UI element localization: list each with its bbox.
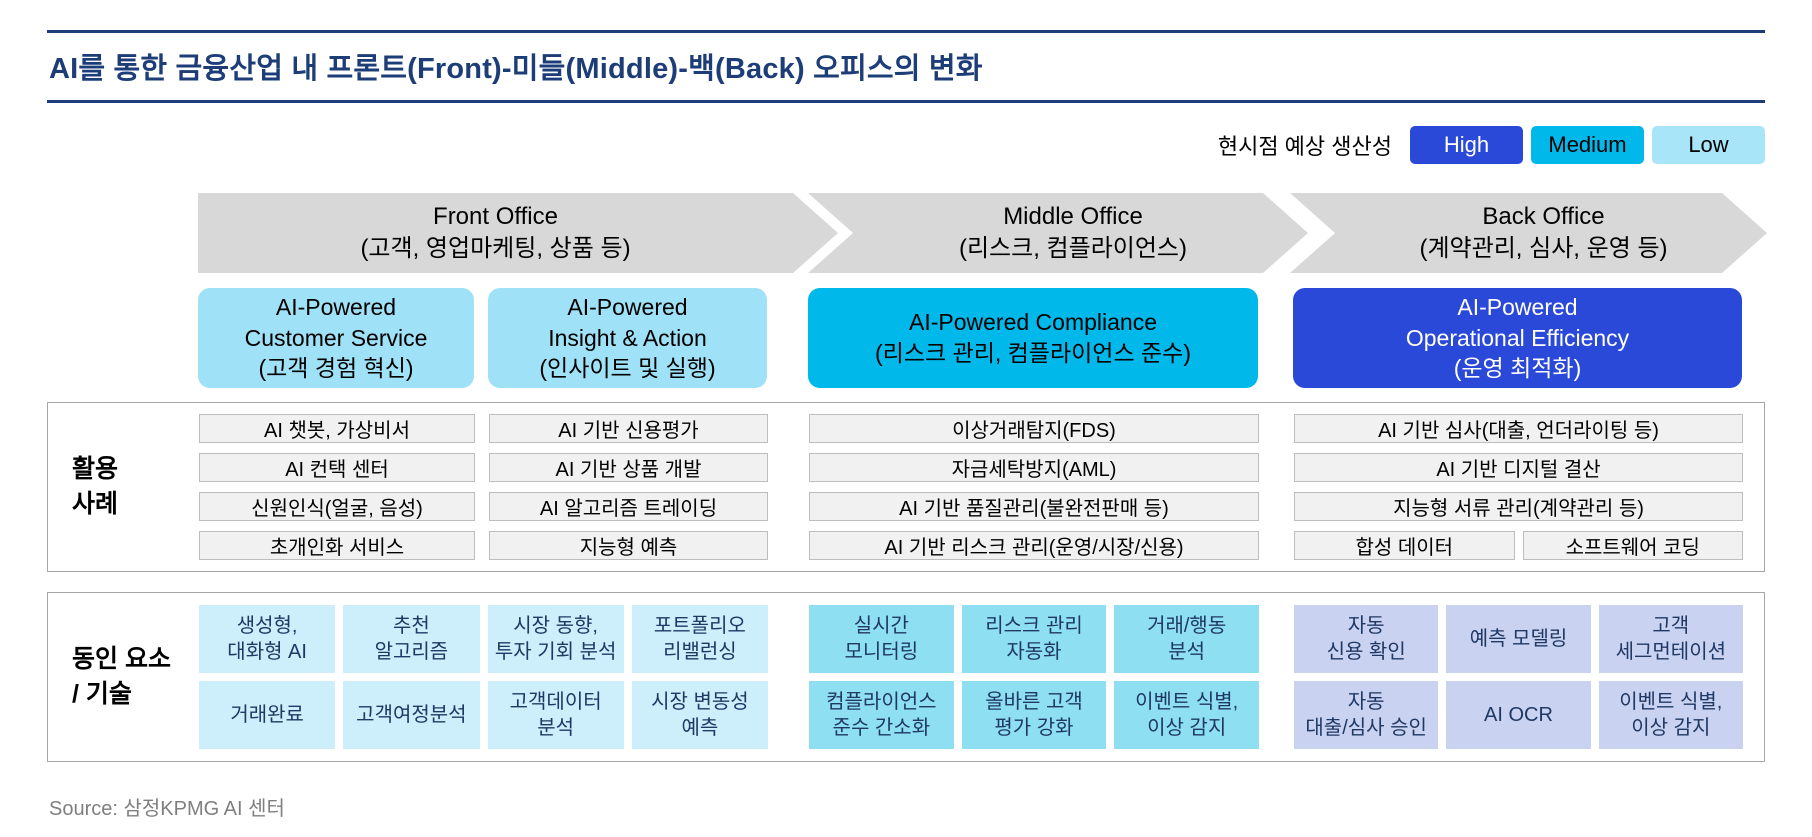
driver-cell: 거래/행동 분석 (1114, 605, 1259, 673)
office-arrows-row: Front Office (고객, 영업마케팅, 상품 등) Middle Of… (47, 193, 1765, 273)
title-top-rule (47, 30, 1765, 33)
office-subtitle: (계약관리, 심사, 운영 등) (1419, 235, 1668, 262)
usage-pill: AI 기반 리스크 관리(운영/시장/신용) (809, 531, 1259, 560)
usage-pill: AI 컨택 센터 (199, 453, 475, 482)
title-bottom-rule (47, 100, 1765, 103)
driver-cell: 자동 대출/심사 승인 (1294, 681, 1439, 749)
legend-label: 현시점 예상 생산성 (1217, 134, 1392, 159)
driver-cell: 포트폴리오 리밸런싱 (631, 605, 768, 673)
drivers-group-back: 자동 신용 확인 예측 모델링 고객 세그먼테이션 자동 대출/심사 승인 AI… (1294, 605, 1743, 749)
driver-cell: 시장 동향, 투자 기회 분석 (487, 605, 624, 673)
usage-section-label: 활용 사례 (72, 455, 119, 518)
driver-cell: 컴플라이언스 준수 간소화 (809, 681, 954, 749)
category-box-insight-action: AI-Powered Insight & Action (인사이트 및 실행) (488, 288, 767, 388)
driver-cell: 고객여정분석 (343, 681, 480, 749)
office-subtitle: (리스크, 컴플라이언스) (958, 235, 1188, 262)
usage-column-front-b: AI 기반 신용평가 AI 기반 상품 개발 AI 알고리즘 트레이딩 지능형 … (489, 414, 768, 560)
usage-pill: 지능형 서류 관리(계약관리 등) (1294, 492, 1743, 521)
usage-pill: 이상거래탐지(FDS) (809, 414, 1259, 443)
driver-cell: 시장 변동성 예측 (631, 681, 768, 749)
usage-pill-split-row: 합성 데이터 소프트웨어 코딩 (1294, 531, 1743, 560)
driver-cell: 거래완료 (199, 681, 336, 749)
driver-cell: 올바른 고객 평가 강화 (961, 681, 1107, 749)
driver-cell: 리스크 관리 자동화 (961, 605, 1107, 673)
category-box-customer-service: AI-Powered Customer Service (고객 경험 혁신) (198, 288, 474, 388)
office-arrow-front: Front Office (고객, 영업마케팅, 상품 등) (198, 193, 838, 273)
office-subtitle: (고객, 영업마케팅, 상품 등) (360, 235, 631, 262)
usage-pill: AI 챗봇, 가상비서 (199, 414, 475, 443)
productivity-legend: 현시점 예상 생산성 High Medium Low (47, 125, 1765, 165)
usage-pill: 신원인식(얼굴, 음성) (199, 492, 475, 521)
drivers-group-middle: 실시간 모니터링 리스크 관리 자동화 거래/행동 분석 컴플라이언스 준수 간… (809, 605, 1259, 749)
category-box-operational-efficiency: AI-Powered Operational Efficiency (운영 최적… (1293, 288, 1742, 388)
driver-cell: 생성형, 대화형 AI (199, 605, 336, 673)
drivers-section: 동인 요소 / 기술 생성형, 대화형 AI 추천 알고리즘 시장 동향, 투자… (47, 592, 1765, 762)
driver-cell: 실시간 모니터링 (809, 605, 954, 673)
usage-pill: AI 기반 디지털 결산 (1294, 453, 1743, 482)
driver-cell: 고객데이터 분석 (487, 681, 624, 749)
office-name: Back Office (1482, 203, 1605, 231)
office-name: Middle Office (1003, 203, 1143, 231)
category-box-compliance: AI-Powered Compliance (리스크 관리, 컴플라이언스 준수… (808, 288, 1258, 388)
usage-column-front-a: AI 챗봇, 가상비서 AI 컨택 센터 신원인식(얼굴, 음성) 초개인화 서… (199, 414, 475, 560)
office-arrow-back: Back Office (계약관리, 심사, 운영 등) (1290, 193, 1767, 273)
office-arrow-middle: Middle Office (리스크, 컴플라이언스) (808, 193, 1308, 273)
usage-cases-section: 활용 사례 AI 챗봇, 가상비서 AI 컨택 센터 신원인식(얼굴, 음성) … (47, 402, 1765, 572)
legend-badge-low: Low (1652, 126, 1765, 164)
usage-pill: 소프트웨어 코딩 (1522, 531, 1743, 560)
usage-pill: AI 기반 상품 개발 (489, 453, 768, 482)
driver-cell: 예측 모델링 (1446, 605, 1591, 673)
source-note: Source: 삼정KPMG AI 센터 (49, 798, 285, 820)
usage-pill: AI 알고리즘 트레이딩 (489, 492, 768, 521)
usage-pill: 지능형 예측 (489, 531, 768, 560)
usage-pill: AI 기반 심사(대출, 언더라이팅 등) (1294, 414, 1743, 443)
usage-pill: 초개인화 서비스 (199, 531, 475, 560)
driver-cell: 고객 세그먼테이션 (1598, 605, 1743, 673)
driver-cell: 추천 알고리즘 (343, 605, 480, 673)
office-name: Front Office (433, 203, 558, 231)
usage-column-middle: 이상거래탐지(FDS) 자금세탁방지(AML) AI 기반 품질관리(불완전판매… (809, 414, 1259, 560)
drivers-group-front: 생성형, 대화형 AI 추천 알고리즘 시장 동향, 투자 기회 분석 포트폴리… (199, 605, 768, 749)
legend-badge-medium: Medium (1531, 126, 1644, 164)
page-title: AI를 통한 금융산업 내 프론트(Front)-미들(Middle)-백(Ba… (49, 53, 983, 85)
usage-pill: AI 기반 품질관리(불완전판매 등) (809, 492, 1259, 521)
usage-pill: AI 기반 신용평가 (489, 414, 768, 443)
legend-badge-high: High (1410, 126, 1523, 164)
driver-cell: AI OCR (1446, 681, 1591, 749)
driver-cell: 이벤트 식별, 이상 감지 (1598, 681, 1743, 749)
driver-cell: 이벤트 식별, 이상 감지 (1114, 681, 1259, 749)
usage-pill: 자금세탁방지(AML) (809, 453, 1259, 482)
usage-column-back: AI 기반 심사(대출, 언더라이팅 등) AI 기반 디지털 결산 지능형 서… (1294, 414, 1743, 560)
driver-cell: 자동 신용 확인 (1294, 605, 1439, 673)
drivers-section-label: 동인 요소 / 기술 (72, 645, 171, 708)
usage-pill: 합성 데이터 (1294, 531, 1515, 560)
category-row: AI-Powered Customer Service (고객 경험 혁신) A… (47, 288, 1765, 388)
